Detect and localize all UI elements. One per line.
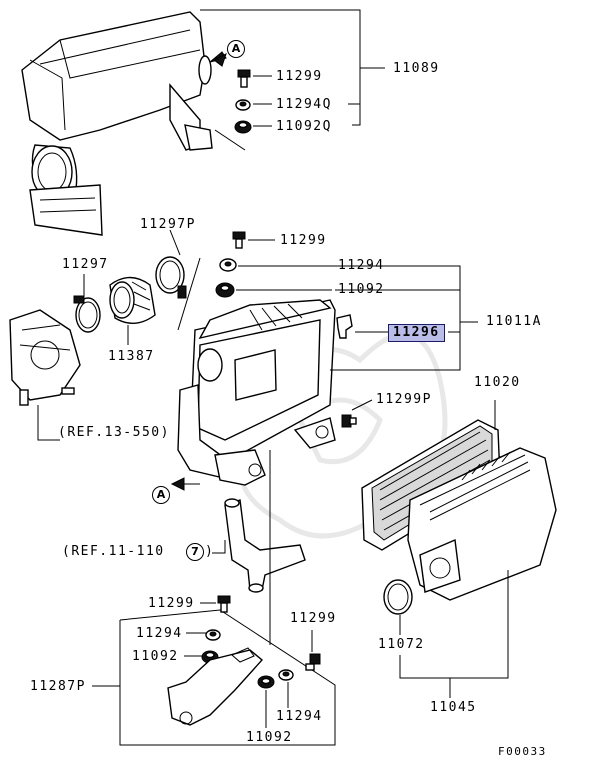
ref-circle-number: 7 [186,543,204,561]
washer-11294-mid [219,258,237,272]
bolt-11299-mid [232,231,246,249]
washer-11294q [235,99,251,111]
grommet-11092-lower-right [257,675,275,689]
marker-a-bottom: A [152,486,170,504]
part-label-11294q[interactable]: 11294Q [276,97,332,112]
part-label-11299[interactable]: 11299 [148,596,195,611]
throttle-body [9,309,81,406]
part-label-11299[interactable]: 11299 [280,233,327,248]
ref-label-11-110-suffix: ) [205,544,215,559]
washer-11294-lower-right [278,669,294,681]
part-label-11287p[interactable]: 11287P [30,679,86,694]
bolt-11299-top [237,69,251,88]
breather-hose [224,498,306,593]
part-label-11294[interactable]: 11294 [136,626,183,641]
part-label-11092q[interactable]: 11092Q [276,119,332,134]
part-label-11297p[interactable]: 11297P [140,217,196,232]
part-label-11011a[interactable]: 11011A [486,314,542,329]
part-label-11294[interactable]: 11294 [338,258,385,273]
grommet-11092q [234,120,252,134]
marker-a-top: A [227,40,245,58]
part-label-11296-highlighted[interactable]: 11296 [388,324,445,342]
clamp-11297 [73,295,101,333]
intake-duct-11089 [21,11,227,236]
arrow-a-top [213,53,227,67]
air-cleaner-case-11011a [177,299,336,486]
part-label-11294[interactable]: 11294 [276,709,323,724]
clip-11296 [336,314,353,339]
part-label-11072[interactable]: 11072 [378,637,425,652]
clamp-11297p [155,256,187,299]
diagram-id: F00033 [498,745,547,758]
ref-label-11-110-prefix[interactable]: (REF.11-110 [62,544,165,559]
seal-ring-11072 [383,579,413,615]
bolt-11299p [341,414,357,428]
part-label-11092[interactable]: 11092 [338,282,385,297]
part-label-11092[interactable]: 11092 [246,730,293,745]
part-label-11020[interactable]: 11020 [474,375,521,390]
filter-element-11020 [361,419,501,551]
part-label-11387[interactable]: 11387 [108,349,155,364]
washer-11294-lower-left [205,629,221,641]
part-label-11299p[interactable]: 11299P [376,392,432,407]
ref-label-13-550[interactable]: (REF.13-550) [58,425,170,440]
grommet-11092-mid [215,282,235,298]
part-label-11089[interactable]: 11089 [393,61,440,76]
part-label-11299[interactable]: 11299 [276,69,323,84]
part-label-11299[interactable]: 11299 [290,611,337,626]
part-label-11092[interactable]: 11092 [132,649,179,664]
bolt-11299-right [305,653,321,671]
hose-11387 [109,276,156,324]
bracket-plate [167,647,264,726]
arrow-a-bottom [170,477,200,491]
part-label-11045[interactable]: 11045 [430,700,477,715]
bolt-11299-lower [217,595,231,613]
part-label-11297[interactable]: 11297 [62,257,109,272]
case-lower-11045 [407,447,557,601]
